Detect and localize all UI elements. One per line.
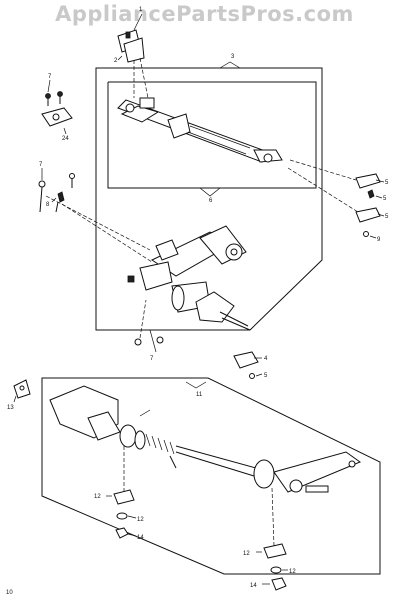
callout-1: 1 xyxy=(139,7,143,13)
frame-bracket-3 xyxy=(219,61,241,69)
lower-assembly-frame xyxy=(41,377,381,575)
upper-assembly-frame xyxy=(95,67,323,331)
callout-labels: 1 2 3 7 24 7 8 6 5 5 5 9 7 4 5 11 13 12 … xyxy=(6,7,389,596)
middle-shaft-assembly xyxy=(127,225,251,331)
screw-7-8 xyxy=(38,173,153,263)
clip-5-lower xyxy=(287,167,381,237)
callout-5b: 5 xyxy=(383,196,387,202)
callout-2: 2 xyxy=(114,58,118,64)
callout-24: 24 xyxy=(62,136,69,142)
pins-7-9 xyxy=(134,299,164,353)
upper-shaft xyxy=(117,97,283,163)
callout-6: 6 xyxy=(209,198,213,204)
callout-7c: 7 xyxy=(150,356,154,362)
clip-5-upper xyxy=(289,159,381,199)
screw-bracket-24 xyxy=(41,91,73,127)
callout-5c: 5 xyxy=(385,214,389,220)
callout-3: 3 xyxy=(231,54,235,60)
callout-14a: 14 xyxy=(137,535,144,541)
fastener-stack-right xyxy=(263,487,287,591)
callout-12c: 12 xyxy=(243,551,250,557)
callout-11: 11 xyxy=(196,392,203,398)
callout-7b: 7 xyxy=(39,162,43,168)
bracket-4 xyxy=(233,351,259,379)
fastener-stack-left xyxy=(113,446,135,539)
frame-bracket-6 xyxy=(199,187,221,197)
callout-13: 13 xyxy=(7,405,14,411)
callout-5a: 5 xyxy=(385,180,389,186)
callout-9: 9 xyxy=(377,237,381,243)
frame-bracket-11 xyxy=(185,381,207,389)
leader-lines xyxy=(13,13,385,585)
callout-12a: 12 xyxy=(94,494,101,500)
callout-12d: 12 xyxy=(289,569,296,575)
callout-5d: 5 xyxy=(264,373,268,379)
callout-8: 8 xyxy=(46,202,50,208)
upper-subassembly-frame xyxy=(107,81,317,189)
clip-13 xyxy=(13,379,31,399)
callout-14b: 14 xyxy=(250,583,257,589)
callout-4: 4 xyxy=(264,356,268,362)
watermark: AppliancePartsPros.com xyxy=(55,2,354,26)
callout-10: 10 xyxy=(6,590,13,596)
callout-12b: 12 xyxy=(137,517,144,523)
lower-shaft-assembly xyxy=(49,385,362,493)
callout-7a: 7 xyxy=(48,74,52,80)
top-bracket-part-1 xyxy=(117,29,149,99)
